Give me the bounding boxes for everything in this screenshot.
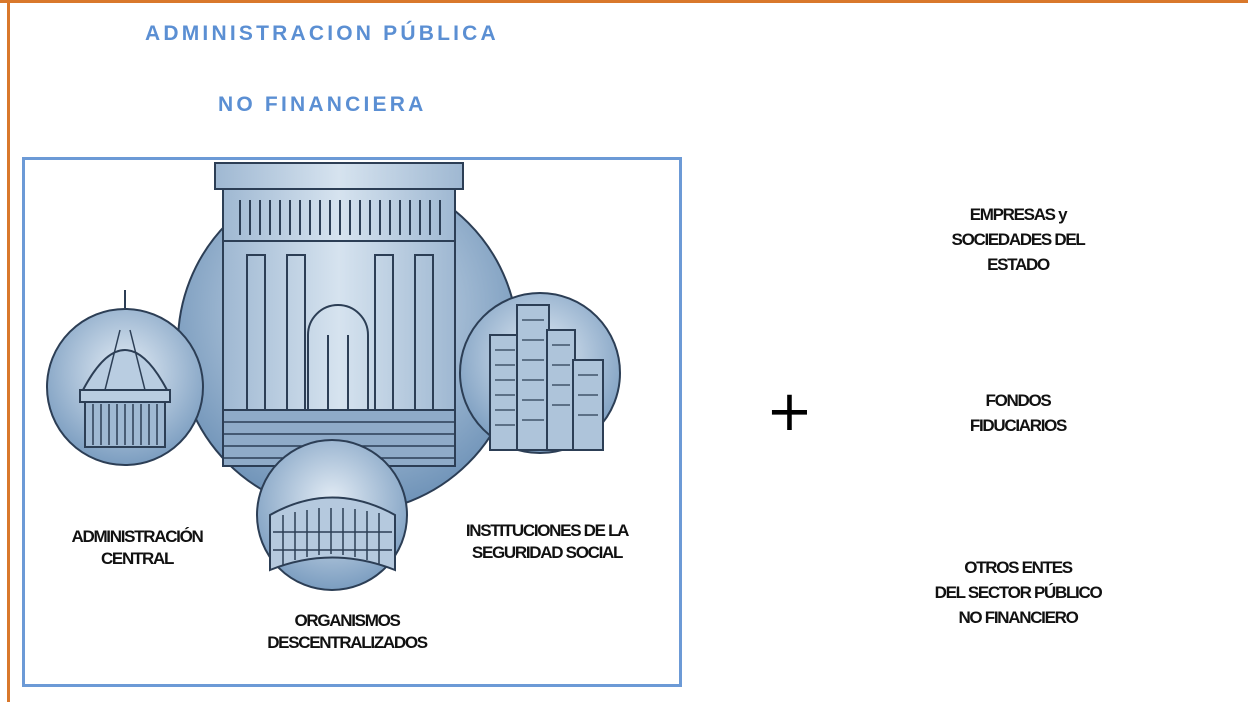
- central-building: [214, 162, 464, 467]
- central-building-pillars: [246, 254, 434, 411]
- label-empresas-sociedades: EMPRESAS y SOCIEDADES DEL ESTADO: [951, 205, 1086, 274]
- colosseum-arches: [273, 508, 392, 565]
- label-organismos-descentralizados: ORGANISMOS DESCENTRALIZADOS: [267, 611, 428, 652]
- top-border-line: [0, 0, 1248, 3]
- buildings-illustration: [46, 162, 621, 591]
- left-border-line: [7, 0, 10, 702]
- title-line-1: ADMINISTRACION PÚBLICA: [145, 22, 499, 45]
- title-line-2: NO FINANCIERA: [218, 93, 427, 116]
- colosseum-building: [269, 496, 396, 572]
- label-instituciones-seguridad-social: INSTITUCIONES DE LA SEGURIDAD SOCIAL: [465, 521, 630, 562]
- public-administration-illustration: ADMINISTRACIÓN CENTRAL ORGANISMOS DESCEN…: [22, 157, 682, 687]
- label-fondos-fiduciarios: FONDOS FIDUCIARIOS: [969, 391, 1068, 435]
- label-otros-entes: OTROS ENTES DEL SECTOR PÚBLICO NO FINANC…: [934, 558, 1103, 627]
- plus-sign: +: [766, 379, 813, 444]
- label-administracion-central: ADMINISTRACIÓN CENTRAL: [71, 527, 203, 568]
- dome-columns: [92, 329, 158, 445]
- skyscraper-windows: [495, 319, 598, 426]
- central-building-columns: [239, 200, 441, 235]
